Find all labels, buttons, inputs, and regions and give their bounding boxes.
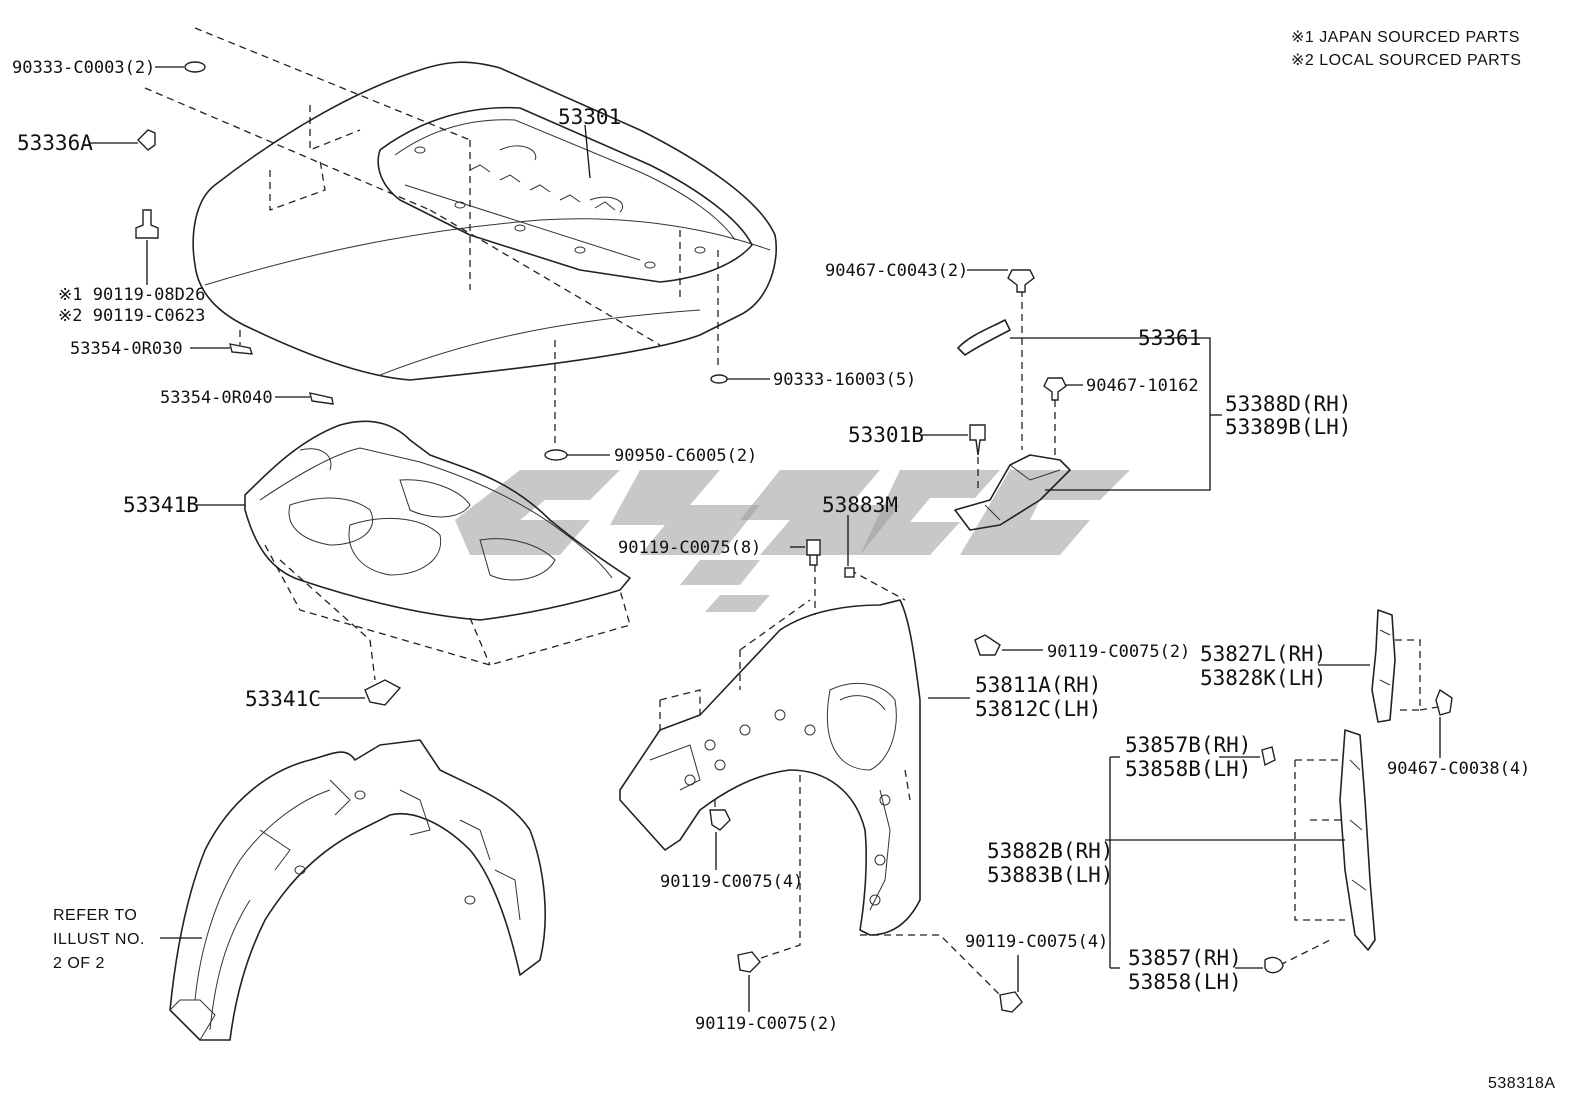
clip-90467-c0038: [1435, 688, 1453, 716]
clip-90467-c0043: [1007, 269, 1035, 293]
nut-53883m: [844, 567, 855, 578]
refer-line-3: 2 OF 2: [53, 955, 105, 972]
label-53341c: 53341C: [245, 687, 321, 711]
label-90119-c0623: ※2 90119-C0623: [58, 306, 205, 326]
label-53883b: 53883B(LH): [987, 863, 1113, 887]
hood-insulator-53341b: [244, 420, 631, 681]
bolt-90119-c0075-8: [806, 539, 821, 566]
bolt-90119-c0075-2a: [974, 634, 1001, 656]
plug-90333-c0003: [184, 61, 206, 73]
part-labels: 90333-C0003(2) 53336A 53301 ※1 90119-08D…: [12, 58, 1530, 1034]
bolt-90119-c0075-4a: [709, 809, 731, 831]
bolt-90119-c0075-2b: [737, 951, 761, 973]
label-53388d: 53388D(RH): [1225, 392, 1351, 416]
fender-bracket-53388d: [954, 290, 1071, 531]
legend-notes: ※1 JAPAN SOURCED PARTS ※2 LOCAL SOURCED …: [1291, 29, 1521, 69]
label-90467-10162: 90467-10162: [1086, 376, 1199, 396]
label-53336a: 53336A: [17, 131, 93, 155]
label-90119-c0075-2b: 90119-C0075(2): [695, 1014, 838, 1034]
clip-53857b: [1261, 746, 1276, 767]
note-local-sourced: ※2 LOCAL SOURCED PARTS: [1291, 52, 1521, 69]
fender-seal-53882b: [1279, 729, 1376, 966]
label-90333-c0003: 90333-C0003(2): [12, 58, 155, 78]
label-90119-c0075-8: 90119-C0075(8): [618, 538, 761, 558]
label-53341b: 53341B: [123, 493, 199, 517]
label-90467-c0043: 90467-C0043(2): [825, 261, 968, 281]
label-53354-0r040: 53354-0R040: [160, 388, 273, 408]
clip-53341c: [364, 679, 402, 706]
refer-note: REFER TO ILLUST NO. 2 OF 2: [53, 907, 145, 972]
refer-line-2: ILLUST NO.: [53, 931, 145, 948]
label-53811a: 53811A(RH): [975, 673, 1101, 697]
illustration-id: 538318A: [1488, 1075, 1556, 1092]
bolt-90119-c0075-4b: [999, 991, 1023, 1013]
plug-90333-16003: [710, 374, 728, 384]
bolt-90119-08d26: [135, 209, 159, 239]
pin-53301b: [969, 424, 986, 456]
label-53828k: 53828K(LH): [1200, 666, 1326, 690]
fender-bracket-53827l: [1371, 609, 1451, 723]
note-japan-sourced: ※1 JAPAN SOURCED PARTS: [1291, 29, 1520, 46]
label-90119-08d26: ※1 90119-08D26: [58, 285, 205, 305]
label-90119-c0075-4b: 90119-C0075(4): [965, 932, 1108, 952]
label-90950-c6005: 90950-C6005(2): [614, 446, 757, 466]
clip-53354-0r030: [229, 343, 254, 355]
label-53858b: 53858B(LH): [1125, 757, 1251, 781]
label-53827l: 53827L(RH): [1200, 642, 1326, 666]
watermark-logo: [455, 470, 1130, 612]
clip-53354-0r040: [309, 392, 334, 405]
clip-53857: [1264, 956, 1284, 974]
label-53361: 53361: [1138, 326, 1201, 350]
fasteners: [135, 61, 1453, 1013]
label-90119-c0075-4a: 90119-C0075(4): [660, 872, 803, 892]
label-53858: 53858(LH): [1128, 970, 1242, 994]
label-90333-16003: 90333-16003(5): [773, 370, 916, 390]
clip-90467-10162: [1043, 377, 1067, 401]
fender-liner: [169, 739, 546, 1041]
leader-lines: [90, 66, 1441, 1012]
bracket-53336a: [137, 129, 156, 151]
hood-panel-53301: [144, 27, 778, 445]
label-53301: 53301: [558, 105, 621, 129]
label-53857b: 53857B(RH): [1125, 733, 1251, 757]
front-fender-53811a: [619, 565, 1006, 1001]
label-53389b: 53389B(LH): [1225, 415, 1351, 439]
label-53857: 53857(RH): [1128, 946, 1242, 970]
label-53812c: 53812C(LH): [975, 697, 1101, 721]
plug-90950-c6005: [544, 449, 568, 461]
label-53883m: 53883M: [822, 493, 898, 517]
label-53354-0r030: 53354-0R030: [70, 339, 183, 359]
label-53882b: 53882B(RH): [987, 839, 1113, 863]
label-90467-c0038: 90467-C0038(4): [1387, 759, 1530, 779]
label-90119-c0075-2a: 90119-C0075(2): [1047, 642, 1190, 662]
refer-line-1: REFER TO: [53, 907, 137, 924]
label-53301b: 53301B: [848, 423, 924, 447]
